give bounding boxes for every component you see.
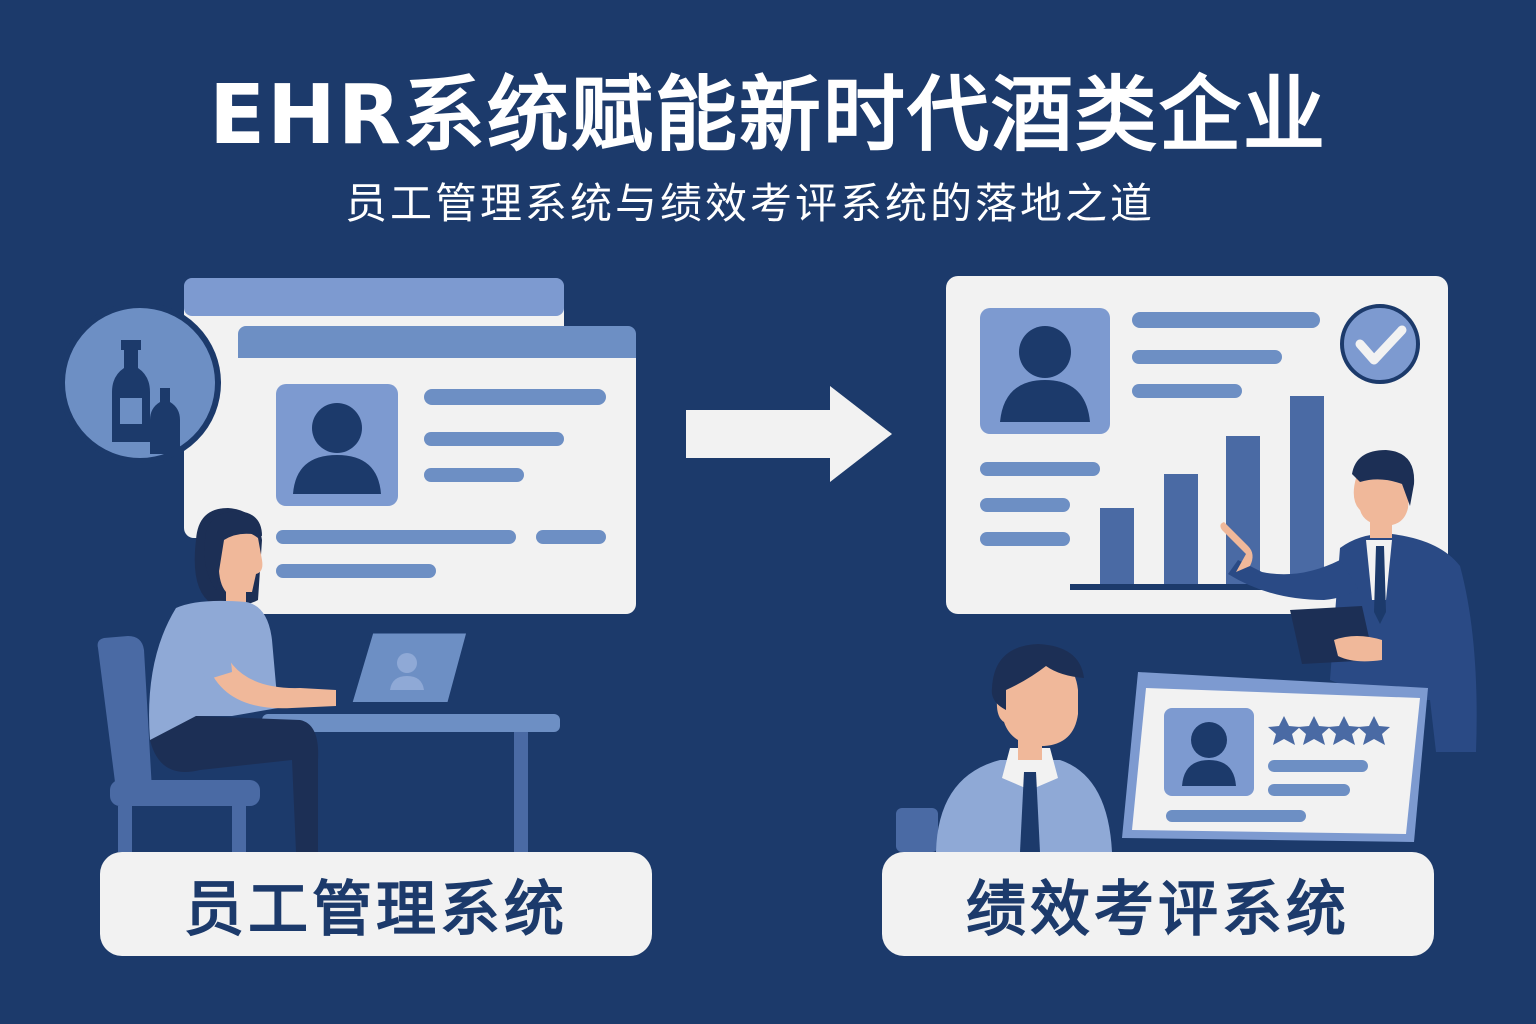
text-line <box>1132 350 1282 364</box>
star-icon <box>1298 716 1330 745</box>
performance-review-label: 绩效考评系统 <box>882 852 1434 956</box>
text-line <box>1268 784 1350 796</box>
bar <box>1290 396 1324 586</box>
text-line <box>276 564 436 578</box>
text-line <box>1132 384 1242 398</box>
text-line <box>424 389 606 405</box>
checkmark-icon <box>1340 304 1420 384</box>
text-line <box>1166 810 1306 822</box>
user-avatar-icon <box>1164 708 1254 796</box>
text-line <box>536 530 606 544</box>
arrow-right-icon <box>686 386 892 482</box>
text-line <box>980 532 1070 546</box>
text-line <box>980 462 1100 476</box>
presenter-man <box>1220 450 1477 752</box>
text-line <box>424 432 564 446</box>
employee-profile-window <box>238 326 636 614</box>
star-rating <box>1268 716 1390 745</box>
text-line <box>424 468 524 482</box>
performance-board <box>946 276 1448 614</box>
star-icon <box>1328 716 1360 745</box>
laptop <box>330 630 470 712</box>
woman-employee <box>149 508 336 852</box>
chair <box>97 636 260 852</box>
text-line <box>980 498 1070 512</box>
review-card <box>1122 672 1428 842</box>
user-avatar-icon <box>276 384 398 506</box>
bar-chart <box>1070 396 1340 590</box>
page-subtitle: 员工管理系统与绩效考评系统的落地之道 <box>344 179 1155 228</box>
chart-baseline <box>1070 584 1340 590</box>
text-line <box>1268 760 1368 772</box>
bar <box>1164 474 1198 586</box>
employee-man <box>896 644 1112 852</box>
text-line <box>276 530 516 544</box>
employee-management-label: 员工管理系统 <box>100 852 652 956</box>
text-line <box>1132 312 1320 328</box>
bottle-icon <box>59 302 221 464</box>
star-icon <box>1358 716 1390 745</box>
user-avatar-icon <box>980 308 1110 434</box>
bar <box>1100 508 1134 586</box>
star-icon <box>1268 716 1300 745</box>
page-title: EHR系统赋能新时代酒类企业 <box>209 68 1327 163</box>
